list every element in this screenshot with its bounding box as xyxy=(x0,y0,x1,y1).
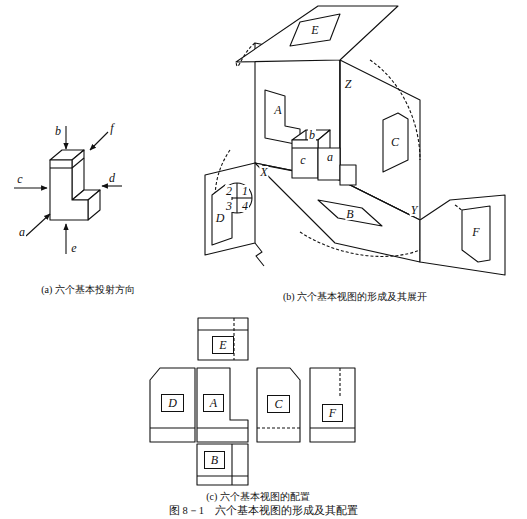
plane-views xyxy=(212,14,490,262)
view-label: X xyxy=(259,166,268,178)
view-label: D xyxy=(215,212,226,224)
view-box: B xyxy=(197,444,232,476)
view-label: 2 xyxy=(225,185,233,197)
view-box: E xyxy=(198,330,248,360)
sub-caption: (b) 六个基本视图的形成及其展开 xyxy=(283,292,427,302)
sub-caption: (c) 六个基本视图的配置 xyxy=(206,492,310,502)
view-box: A xyxy=(197,378,230,428)
view-box: F xyxy=(310,398,355,428)
view-label: a xyxy=(18,226,26,238)
direction-arrows xyxy=(14,126,122,254)
object-b xyxy=(292,130,356,185)
projection-planes xyxy=(205,6,505,275)
view-label: b xyxy=(54,125,62,137)
view-label: C xyxy=(390,136,400,148)
figure-caption: 图 8－1 六个基本视图的形成及其配置 xyxy=(169,504,358,518)
view-label: F xyxy=(471,226,480,238)
view-label: c xyxy=(16,173,23,185)
view-label: c xyxy=(299,154,306,166)
view-label: a xyxy=(326,151,334,163)
six-views xyxy=(150,318,355,485)
view-label: A xyxy=(273,104,282,116)
view-letter: E xyxy=(212,336,233,354)
view-letter: F xyxy=(322,404,343,422)
view-label: 4 xyxy=(241,200,249,212)
view-letter: D xyxy=(161,394,184,412)
view-label: Z xyxy=(344,78,353,90)
view-box: D xyxy=(150,378,195,428)
view-label: E xyxy=(310,24,319,36)
view-label: B xyxy=(345,208,354,220)
view-label: Y xyxy=(410,204,419,216)
view-letter: C xyxy=(267,395,289,413)
view-label: b xyxy=(308,129,316,141)
view-box: C xyxy=(257,380,300,428)
view-label: d xyxy=(108,172,116,184)
object-a xyxy=(50,150,100,220)
sub-caption: (a) 六个基本投射方向 xyxy=(41,285,135,295)
view-label: 1 xyxy=(241,185,249,197)
view-letter: B xyxy=(204,451,225,469)
view-label: f xyxy=(109,122,114,134)
view-label: 3 xyxy=(225,200,233,212)
view-letter: A xyxy=(203,394,224,412)
view-label: e xyxy=(70,242,77,254)
